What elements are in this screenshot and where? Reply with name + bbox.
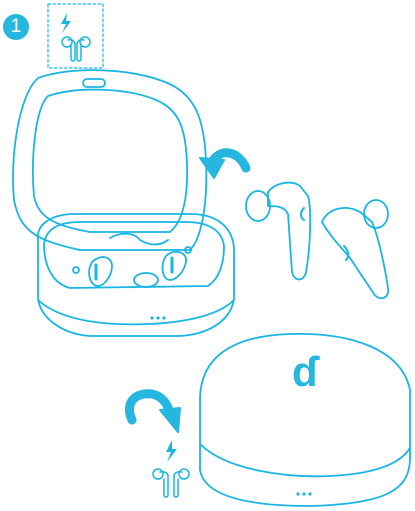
brand-logo-icon: ɗ [292, 348, 320, 395]
earbuds-icon [62, 37, 90, 61]
led-indicator-closed [296, 492, 311, 495]
inner-bridge [110, 234, 168, 245]
charging-earbuds-bottom [153, 440, 189, 497]
led-indicator-icon [150, 316, 165, 319]
lightning-bolt-bottom-icon [166, 440, 177, 462]
closed-charging-case: ɗ [200, 334, 410, 506]
earbuds-bottom-icon [153, 469, 189, 497]
lightning-bolt-icon [61, 13, 71, 33]
center-button [134, 273, 158, 287]
earbud-right [322, 200, 388, 298]
charging-earbuds-icon-box [48, 4, 103, 68]
curved-arrow-bottom-icon [129, 394, 180, 432]
case-lid-inner [33, 90, 187, 232]
earbud-slot-left [73, 257, 112, 286]
earbud-left [246, 183, 310, 280]
case-band [38, 300, 234, 324]
ear-tip-right [364, 200, 388, 228]
closed-case-seam [200, 444, 410, 476]
open-charging-case [13, 70, 234, 336]
ear-tip-left [246, 191, 270, 221]
earbud-slot-right [163, 247, 191, 280]
case-lid-notch [83, 79, 105, 87]
